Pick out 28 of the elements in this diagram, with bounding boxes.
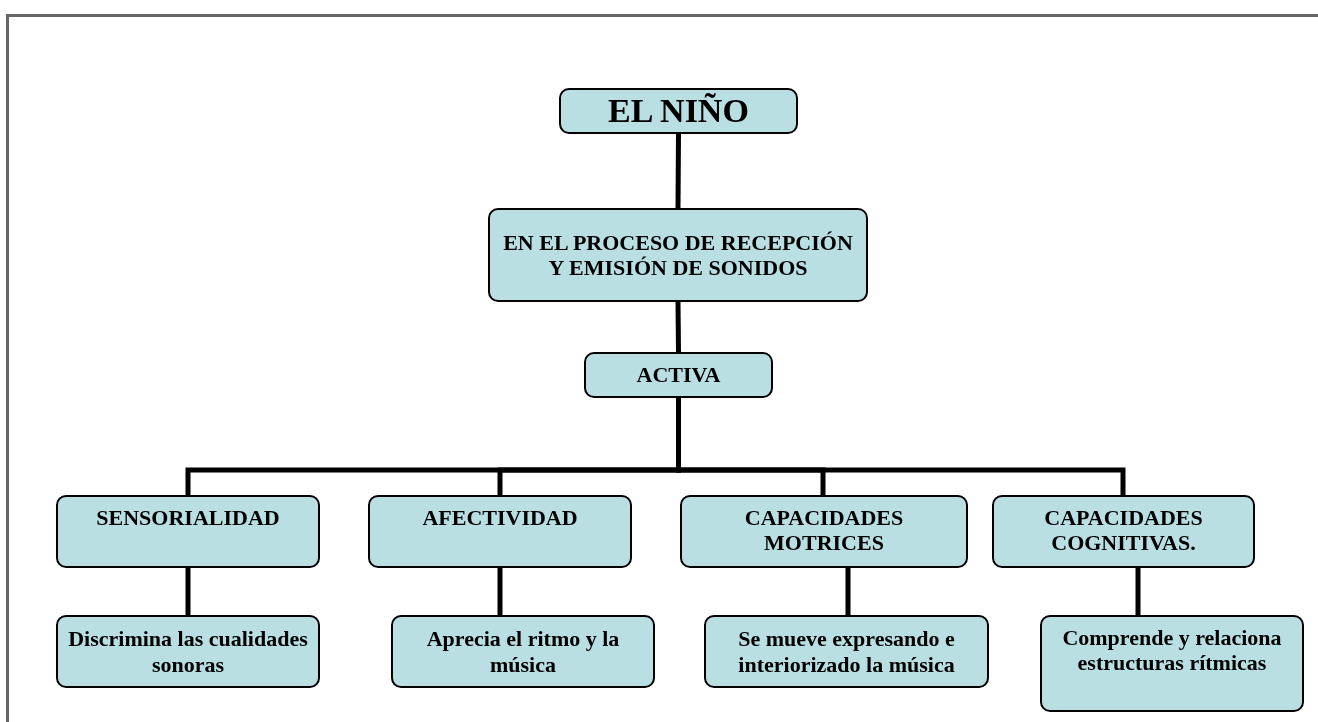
node-text: CAPACIDADES MOTRICES [743,505,905,556]
concept-box [368,495,632,568]
connector-line [1135,568,1141,615]
node-text: Aprecia el ritmo y la música [425,626,621,677]
node-text: Discrimina las cualidades sonoras [68,626,308,677]
node-text: Se mueve expresando e interiorizado la música [737,626,956,677]
node-text: SENSORIALIDAD [96,505,280,531]
concept-box [56,495,320,568]
node-text: Comprende y relaciona estructuras rítmicas [1061,625,1283,676]
concept-box [488,208,868,302]
connector-line [675,134,681,208]
concept-box [1040,615,1304,712]
connector-line [185,568,191,615]
node-text: ACTIVA [636,362,721,388]
concept-box [680,495,968,568]
node-text: AFECTIVIDAD [422,505,578,531]
node-text: EN EL PROCESO DE RECEPCIÓN Y EMISIÓN DE SONIDOS [502,229,854,281]
concept-box [992,495,1255,568]
connector-line [845,568,851,615]
concept-box [584,352,773,398]
node-text: EL NIÑO [608,91,749,131]
connector-line [675,301,681,353]
concept-box [391,615,655,688]
node-text: CAPACIDADES COGNITIVAS. [1043,505,1204,556]
connector-line [497,568,503,615]
concept-box [559,88,798,134]
concept-box [56,615,320,688]
concept-box [704,615,989,688]
